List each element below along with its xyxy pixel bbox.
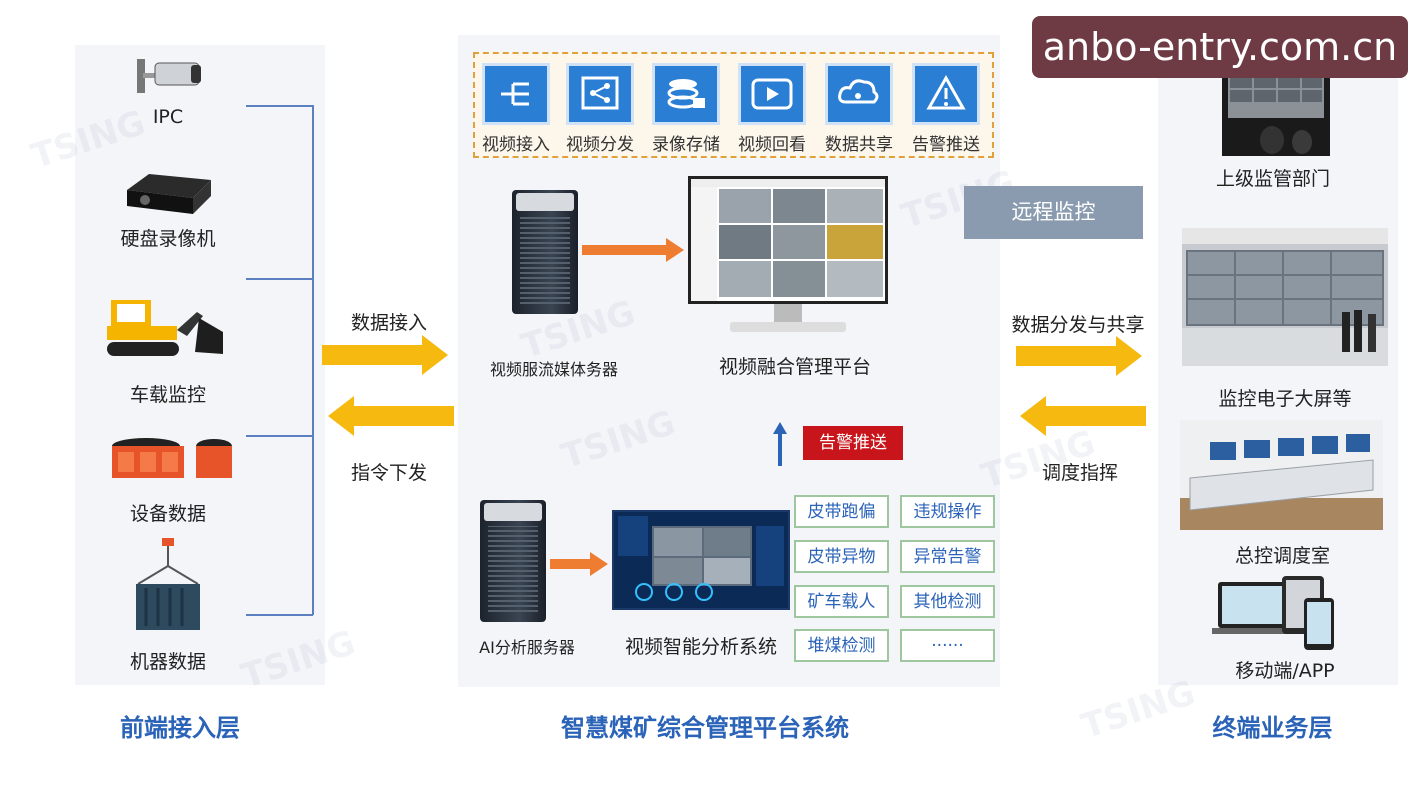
connector-line: [246, 105, 313, 107]
alarm-push-badge: 告警推送: [803, 426, 903, 460]
arrow-right-icon: [1016, 336, 1144, 380]
platform-monitor-icon: [688, 176, 888, 346]
media-server-icon: [512, 190, 578, 314]
site-watermark-banner: anbo-entry.com.cn: [1032, 16, 1408, 78]
arrow-left-icon: [326, 396, 454, 440]
feature-label-video-playback: 视频回看: [738, 135, 806, 155]
data-sharing-icon: [828, 66, 890, 122]
ai-server-label: AI分析服务器: [479, 638, 575, 657]
ipc-camera-icon: [135, 55, 205, 103]
device-label-nvr: 硬盘录像机: [120, 228, 216, 250]
alarm-warning-icon: [915, 66, 977, 122]
detection-tag: 矿车载人: [794, 585, 889, 618]
recording-storage-icon: [655, 66, 717, 122]
remote-monitor-box: 远程监控: [964, 186, 1143, 239]
connector-line: [246, 435, 313, 437]
detection-tag: 违规操作: [900, 495, 995, 528]
feature-label-alarm-push: 告警推送: [912, 135, 980, 155]
video-access-icon: [485, 66, 547, 122]
device-label-machine: 机器数据: [129, 651, 206, 673]
container-crane-icon: [128, 536, 208, 638]
nvr-recorder-icon: [123, 168, 215, 224]
layer-title-front: 前端接入层: [120, 714, 240, 742]
supervision-center-photo: [1222, 68, 1330, 156]
detection-tag: 异常告警: [900, 540, 995, 573]
connector-line: [246, 614, 313, 616]
arrow-up-icon: [773, 422, 787, 470]
feature-label-video-distribute: 视频分发: [566, 135, 634, 155]
device-label-ipc: IPC: [152, 106, 184, 128]
detection-tag: 堆煤检测: [794, 629, 889, 662]
arrow-left-icon: [1018, 396, 1146, 440]
feature-label-recording-storage: 录像存储: [652, 135, 720, 155]
connector-line: [312, 105, 314, 615]
arrow-right-orange-icon: [582, 238, 686, 266]
detection-tag: 皮带跑偏: [794, 495, 889, 528]
ai-dashboard-screen: [612, 510, 790, 610]
terminal-label-supervision: 上级监管部门: [1215, 168, 1330, 190]
mine-cart-icon: [108, 436, 234, 490]
feature-label-video-access: 视频接入: [482, 135, 550, 155]
flow-label-dispatch: 调度指挥: [1041, 462, 1118, 484]
media-server-label: 视频服流媒体务器: [489, 360, 618, 379]
flow-label-data-access: 数据接入: [350, 312, 427, 334]
flow-label-data-share: 数据分发与共享: [1011, 314, 1145, 336]
feature-strip: [473, 52, 994, 158]
layer-title-terminal: 终端业务层: [1212, 714, 1333, 742]
laptop-tablet-phone-icon: [1212, 574, 1342, 652]
detection-tag: ······: [900, 629, 995, 662]
terminal-label-mobile: 移动端/APP: [1235, 660, 1335, 682]
arrow-right-orange-icon: [550, 552, 610, 580]
terminal-label-video-wall: 监控电子大屏等: [1218, 388, 1352, 410]
vehicle-bulldozer-icon: [103, 292, 229, 368]
flow-label-command-down: 指令下发: [350, 462, 427, 484]
video-wall-photo: [1182, 228, 1388, 366]
arrow-right-icon: [322, 335, 450, 379]
detection-tag: 其他检测: [900, 585, 995, 618]
feature-label-data-sharing: 数据共享: [825, 135, 893, 155]
video-playback-icon: [741, 66, 803, 122]
watermark-text: TSING: [1076, 672, 1201, 748]
ai-system-label: 视频智能分析系统: [624, 636, 777, 658]
device-label-equipment: 设备数据: [129, 503, 206, 525]
layer-title-platform: 智慧煤矿综合管理平台系统: [561, 714, 849, 742]
connector-line: [246, 278, 313, 280]
platform-label: 视频融合管理平台: [718, 356, 871, 378]
video-distribute-icon: [569, 66, 631, 122]
front-layer-panel: [75, 45, 325, 685]
control-room-photo: [1180, 420, 1383, 530]
device-label-vehicle: 车载监控: [129, 384, 206, 406]
terminal-label-control-room: 总控调度室: [1234, 545, 1330, 567]
detection-tag: 皮带异物: [794, 540, 889, 573]
ai-server-icon: [480, 500, 546, 622]
